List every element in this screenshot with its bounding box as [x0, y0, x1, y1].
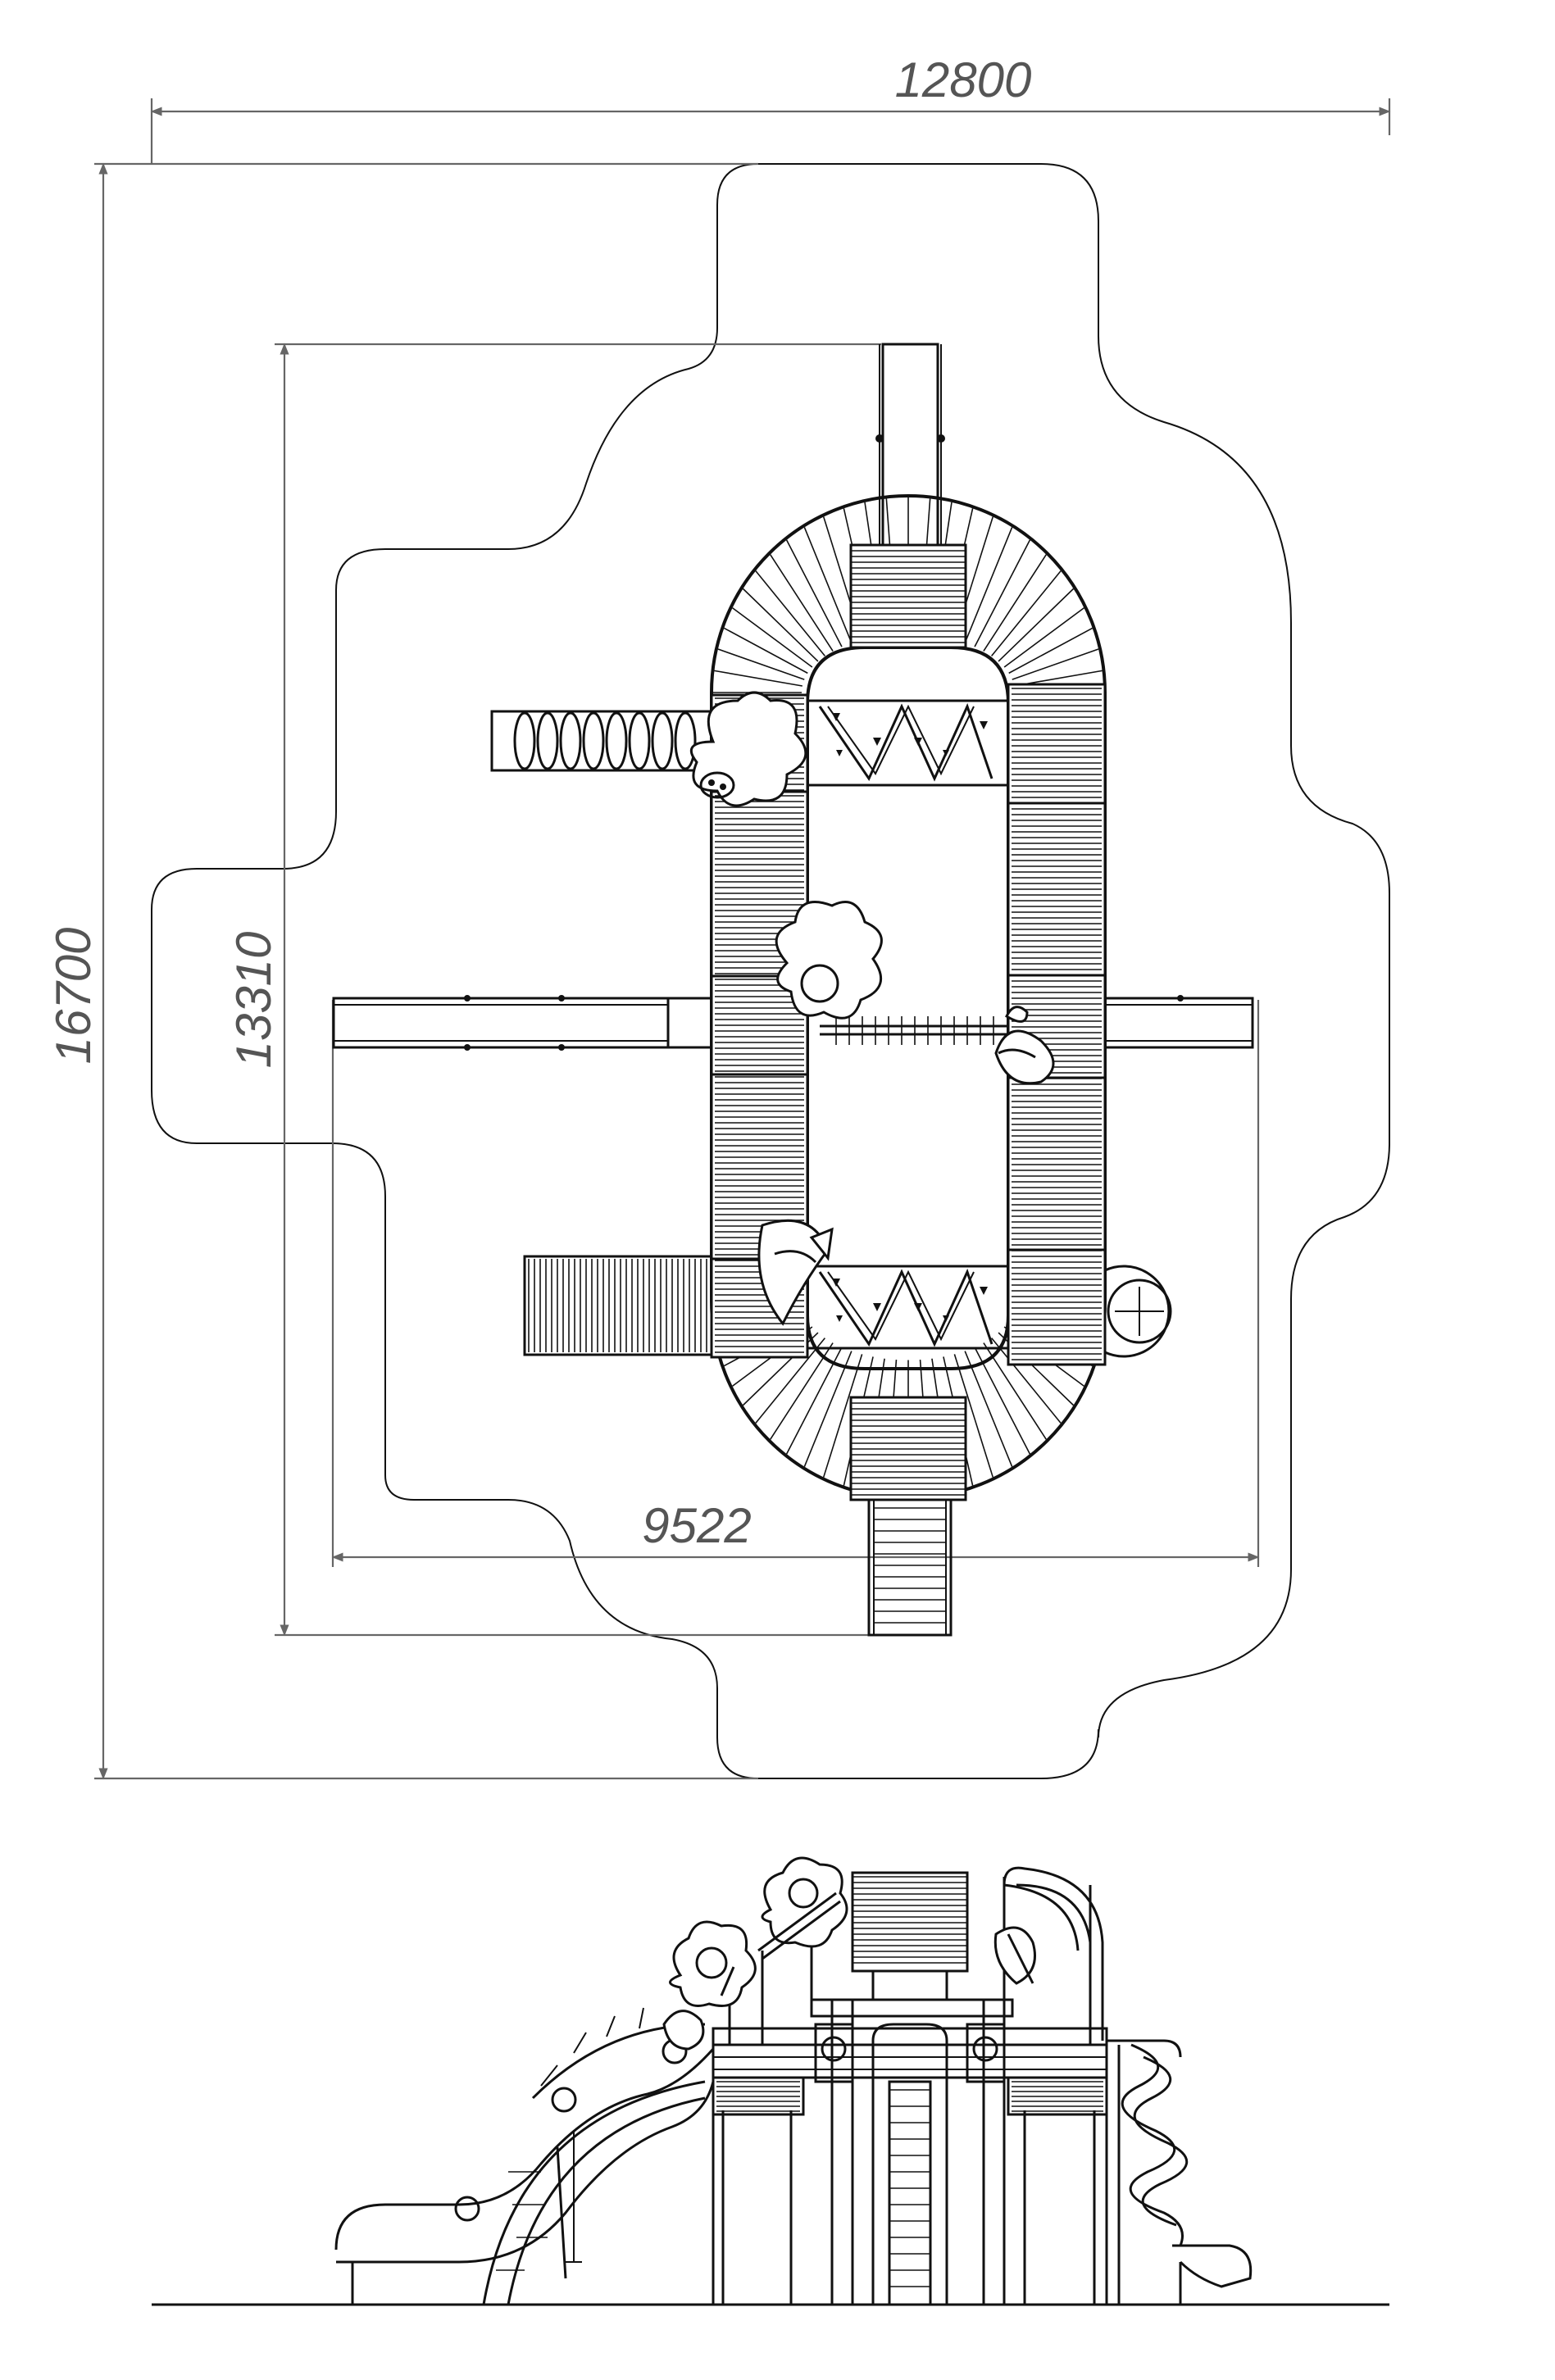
- structure-width-label: 9522: [642, 1498, 751, 1553]
- dimension-lines: [94, 98, 1391, 1780]
- east-slide: [1103, 995, 1254, 1049]
- elevation-spiral-slide: [1107, 2039, 1253, 2305]
- overall-height-label: 16700: [46, 928, 101, 1065]
- west-slide: [332, 995, 713, 1051]
- elevation-leaf-2: [993, 1926, 1036, 1985]
- elevation-roof: [851, 1871, 969, 2000]
- elevation-flower-2: [757, 1856, 848, 1960]
- south-stairs: [867, 1498, 953, 1637]
- elevation-wavy-slide: [334, 2048, 715, 2305]
- north-platform: [849, 543, 967, 649]
- elevation-center-ladder: [871, 2023, 948, 2306]
- south-platform: [849, 1396, 967, 1501]
- leaf-panel-south: [757, 1219, 834, 1326]
- elevation-leaf-1: [662, 2010, 705, 2051]
- south-net-bridge: [806, 1265, 1010, 1350]
- elevation-tube-canopy: [1003, 1866, 1104, 2041]
- west-ring-tunnel: [490, 710, 713, 772]
- plan-view: 12800 16700 13310 9522: [46, 52, 1391, 1780]
- safety-zone-outline: [151, 163, 1390, 1779]
- elevation-tower: [712, 1873, 1108, 2306]
- overall-width-label: 12800: [895, 52, 1032, 107]
- flower-panel-ladybug: [689, 691, 807, 807]
- east-deck: [1007, 683, 1107, 1366]
- elevation-flower-1: [669, 1920, 757, 2007]
- north-net-bridge: [806, 699, 1010, 787]
- north-slide: [875, 343, 945, 547]
- elevation-view: [152, 1856, 1389, 2306]
- structure-height-label: 13310: [226, 932, 281, 1069]
- leaf-panel-east: [994, 1006, 1055, 1085]
- west-climbing-ramp: [523, 1255, 713, 1356]
- elevation-arch-climber: [454, 2007, 706, 2305]
- center-bridge: [820, 1016, 1008, 1045]
- steering-wheel-panel: [1104, 1265, 1172, 1358]
- elevation-side-panels: [814, 2023, 1006, 2083]
- flower-panel-center: [775, 901, 883, 1020]
